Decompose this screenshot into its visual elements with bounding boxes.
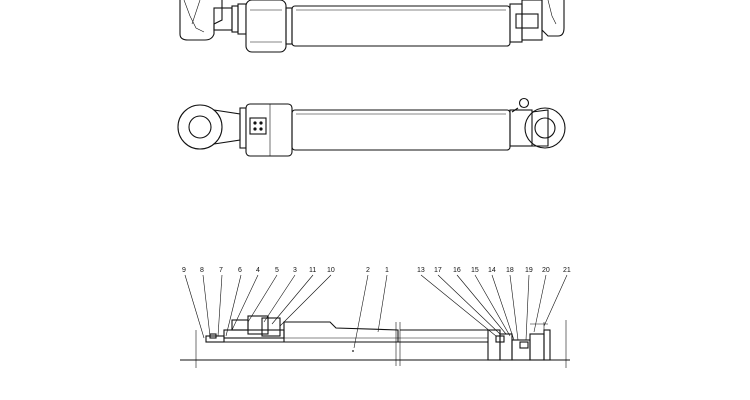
callout-9: 9 (182, 267, 186, 274)
callout-5: 5 (275, 267, 279, 274)
callout-15: 15 (471, 267, 479, 274)
callout-13: 13 (417, 267, 425, 274)
callout-3: 3 (293, 267, 297, 274)
callout-labels: 9 8 7 6 4 5 3 11 10 2 1 13 17 16 15 14 1… (182, 267, 571, 274)
callout-10: 10 (327, 267, 335, 274)
callout-leaders (184, 274, 568, 349)
callout-8: 8 (200, 267, 204, 274)
callout-16: 16 (453, 267, 461, 274)
callout-19: 19 (525, 267, 533, 274)
cylinder-side-view (177, 97, 566, 157)
callout-11: 11 (309, 267, 316, 274)
callout-14: 14 (488, 267, 496, 274)
callout-7: 7 (219, 267, 223, 274)
callout-6: 6 (238, 267, 242, 274)
callout-4: 4 (256, 267, 260, 274)
cylinder-section-view (180, 315, 570, 368)
callout-20: 20 (542, 267, 550, 274)
callout-1: 1 (385, 267, 389, 274)
callout-21: 21 (563, 267, 571, 274)
callout-18: 18 (506, 267, 514, 274)
cylinder-top-view (179, 0, 565, 53)
callout-17: 17 (434, 267, 442, 274)
callout-2: 2 (366, 267, 370, 274)
